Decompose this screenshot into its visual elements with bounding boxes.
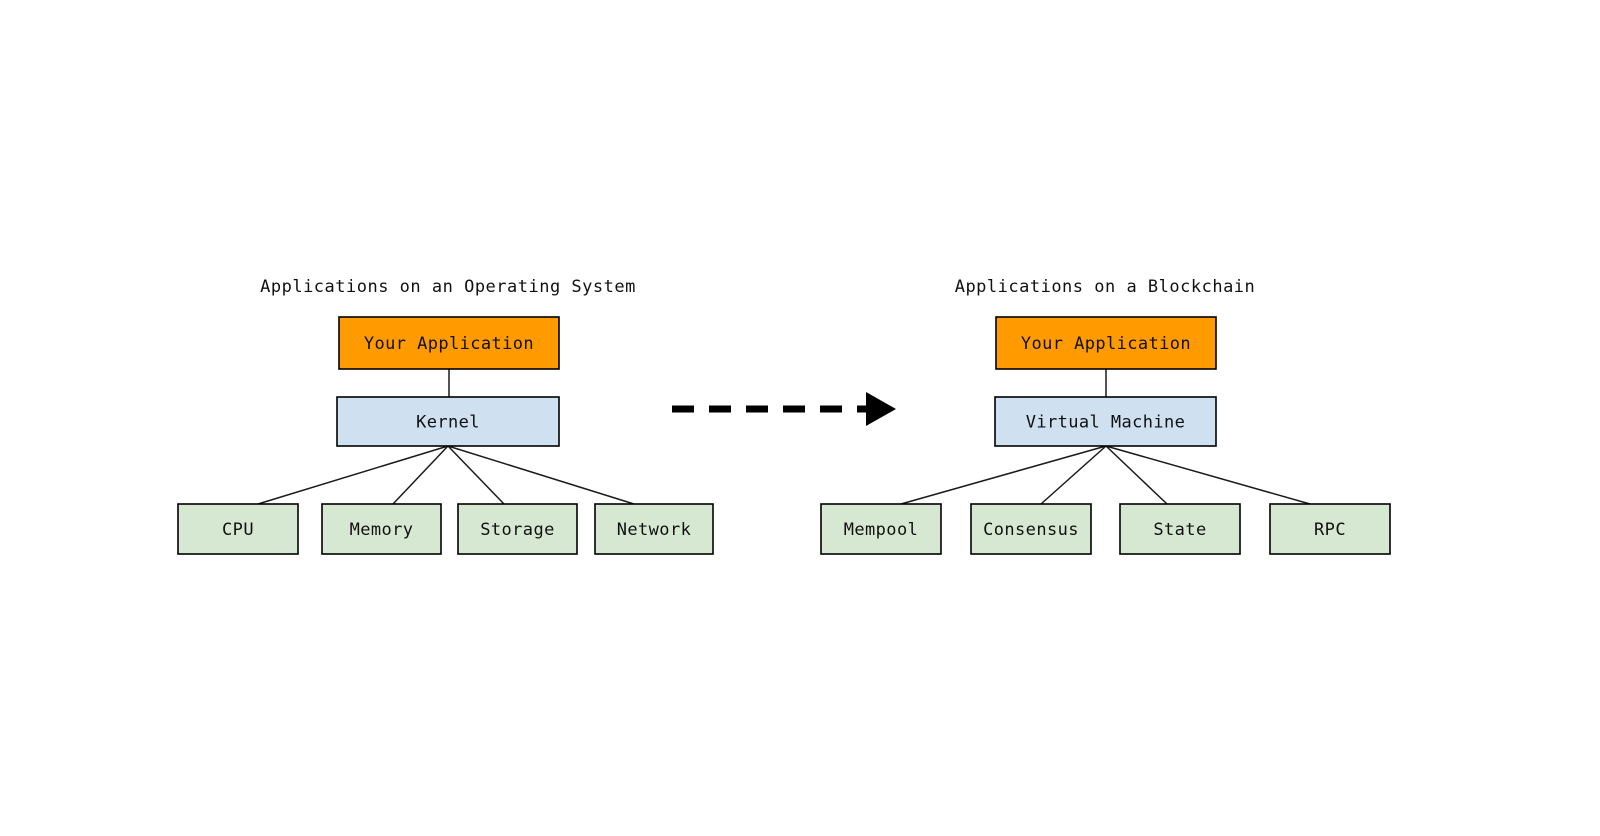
group-operating-system: Applications on an Operating SystemYour … xyxy=(177,277,714,555)
node-application-blockchain[interactable]: Your Application xyxy=(995,316,1217,370)
application-box[interactable] xyxy=(995,316,1217,370)
platform-box[interactable] xyxy=(336,396,560,447)
resource-box[interactable] xyxy=(820,503,942,555)
edge-platform-to-resource-3-operating-system xyxy=(447,445,635,505)
resource-box[interactable] xyxy=(1119,503,1241,555)
node-resource-3-operating-system[interactable]: Network xyxy=(594,503,714,555)
resource-box[interactable] xyxy=(1269,503,1391,555)
resource-label: Network xyxy=(617,520,691,540)
group-title-blockchain: Applications on a Blockchain xyxy=(955,277,1256,297)
node-resource-1-blockchain[interactable]: Consensus xyxy=(970,503,1092,555)
resource-box[interactable] xyxy=(594,503,714,555)
edge-platform-to-resource-1-operating-system xyxy=(392,445,449,505)
node-application-operating-system[interactable]: Your Application xyxy=(338,316,560,370)
group-title-operating-system: Applications on an Operating System xyxy=(260,277,636,297)
resource-box[interactable] xyxy=(457,503,578,555)
resource-label: CPU xyxy=(222,520,254,540)
application-label: Your Application xyxy=(364,334,534,354)
node-resource-2-blockchain[interactable]: State xyxy=(1119,503,1241,555)
edge-platform-to-resource-3-blockchain xyxy=(1105,445,1311,505)
resource-label: Memory xyxy=(350,520,414,540)
platform-label: Virtual Machine xyxy=(1026,413,1186,433)
resource-label: State xyxy=(1153,520,1206,540)
node-platform-operating-system[interactable]: Kernel xyxy=(336,396,560,447)
application-label: Your Application xyxy=(1021,334,1191,354)
platform-label: Kernel xyxy=(416,413,480,433)
edge-platform-to-resource-0-blockchain xyxy=(900,445,1107,505)
resource-label: Storage xyxy=(480,520,554,540)
edge-platform-to-resource-1-blockchain xyxy=(1040,445,1107,505)
node-platform-blockchain[interactable]: Virtual Machine xyxy=(994,396,1217,447)
edge-platform-to-resource-2-operating-system xyxy=(447,445,505,505)
node-resource-1-operating-system[interactable]: Memory xyxy=(321,503,442,555)
resource-box[interactable] xyxy=(321,503,442,555)
edge-platform-to-resource-2-blockchain xyxy=(1105,445,1168,505)
resource-label: RPC xyxy=(1314,520,1346,540)
node-resource-0-operating-system[interactable]: CPU xyxy=(177,503,299,555)
node-resource-3-blockchain[interactable]: RPC xyxy=(1269,503,1391,555)
node-resource-2-operating-system[interactable]: Storage xyxy=(457,503,578,555)
application-box[interactable] xyxy=(338,316,560,370)
resource-box[interactable] xyxy=(177,503,299,555)
transition-arrow-head-icon xyxy=(866,392,896,426)
resource-box[interactable] xyxy=(970,503,1092,555)
node-resource-0-blockchain[interactable]: Mempool xyxy=(820,503,942,555)
transition-arrow xyxy=(672,392,896,426)
edge-platform-to-resource-0-operating-system xyxy=(257,445,449,505)
resource-label: Mempool xyxy=(844,520,918,540)
platform-box[interactable] xyxy=(994,396,1217,447)
resource-label: Consensus xyxy=(983,520,1079,540)
